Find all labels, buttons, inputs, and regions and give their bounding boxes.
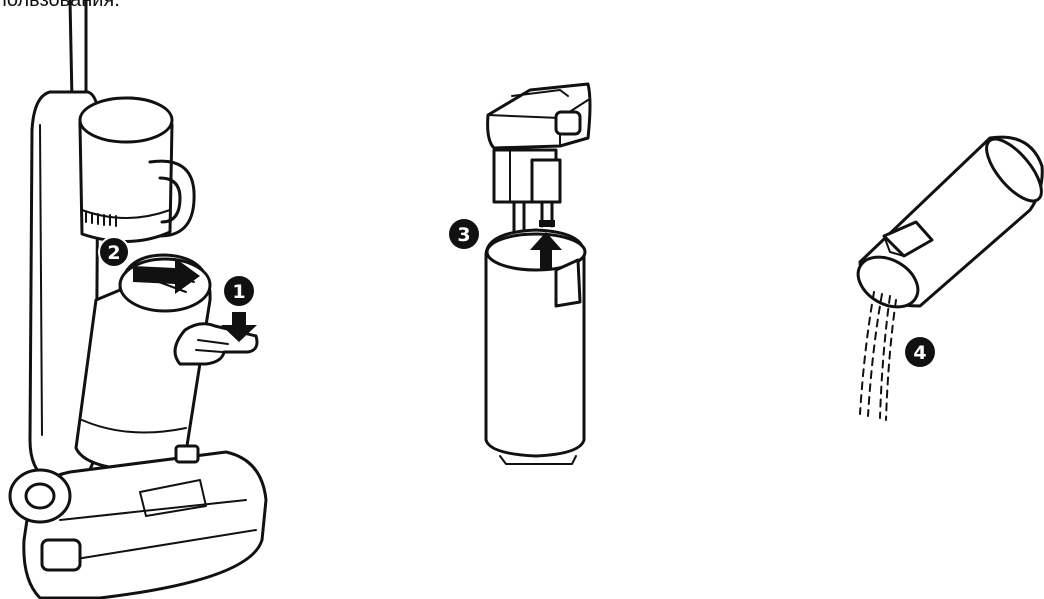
- step-badge-1: 1: [224, 276, 254, 306]
- pour-water-icon: [860, 292, 896, 420]
- tank-lid-illustration: [486, 84, 590, 464]
- step-badge-4: 4: [905, 337, 935, 367]
- step-number-4: 4: [913, 342, 926, 364]
- step-number-2: 2: [107, 242, 120, 264]
- step-number-1: 1: [232, 281, 245, 303]
- step-number-3: 3: [457, 224, 470, 246]
- pouring-tank-illustration: [849, 131, 1044, 317]
- step-badge-2: 2: [99, 237, 129, 267]
- step-badge-3: 3: [449, 219, 479, 249]
